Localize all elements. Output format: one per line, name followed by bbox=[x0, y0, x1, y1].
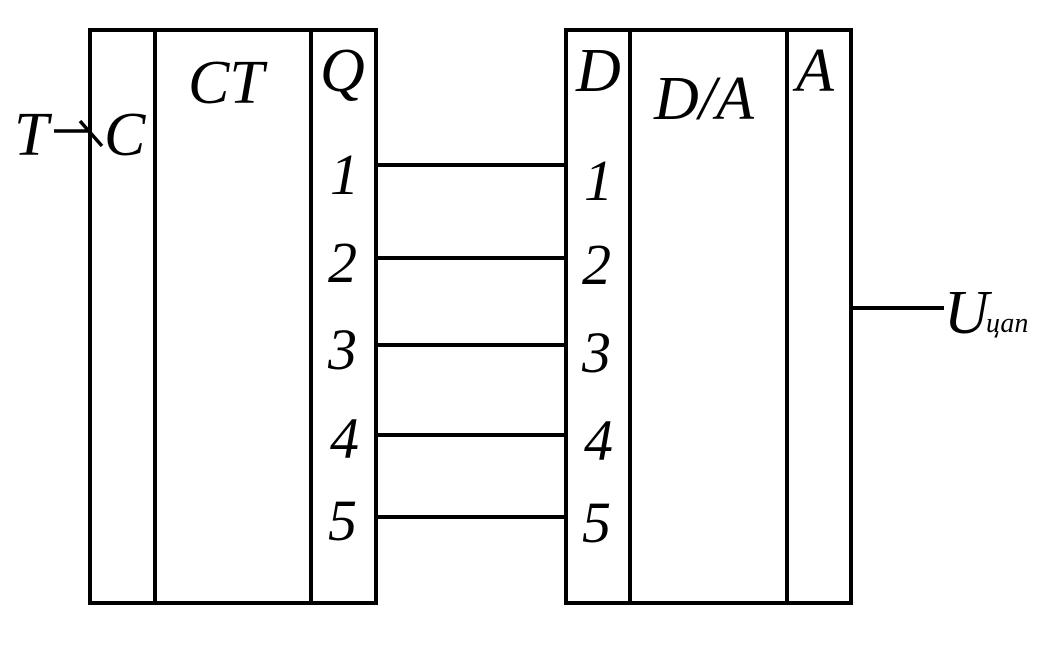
counter-outline bbox=[88, 28, 378, 605]
clock-input-arrow bbox=[54, 119, 104, 148]
dac-input-1: 1 bbox=[584, 148, 613, 213]
counter-output-4: 4 bbox=[330, 406, 359, 471]
counter-output-5: 5 bbox=[328, 488, 357, 553]
dac-input-4: 4 bbox=[584, 408, 613, 473]
dac-output-header: A bbox=[796, 37, 834, 105]
dac-input-5: 5 bbox=[582, 490, 611, 555]
data-bus bbox=[376, 163, 566, 519]
counter-block bbox=[88, 28, 378, 605]
dac-title: D/A bbox=[654, 65, 754, 133]
dac-output-signal-subscript: цап bbox=[986, 308, 1029, 339]
clock-pin-label: C bbox=[104, 101, 146, 169]
dac-input-2: 2 bbox=[582, 232, 611, 297]
clock-input-signal-label: T bbox=[14, 101, 49, 169]
counter-title: CT bbox=[188, 49, 264, 117]
dac-block bbox=[564, 28, 853, 605]
counter-output-1: 1 bbox=[330, 142, 359, 207]
dac-outline bbox=[564, 28, 853, 605]
dac-output-signal-label: U bbox=[944, 279, 989, 347]
counter-output-2: 2 bbox=[328, 230, 357, 295]
counter-output-header: Q bbox=[320, 37, 365, 105]
counter-output-3: 3 bbox=[328, 317, 357, 382]
dac-input-header: D bbox=[576, 37, 621, 105]
dac-input-3: 3 bbox=[582, 320, 611, 385]
